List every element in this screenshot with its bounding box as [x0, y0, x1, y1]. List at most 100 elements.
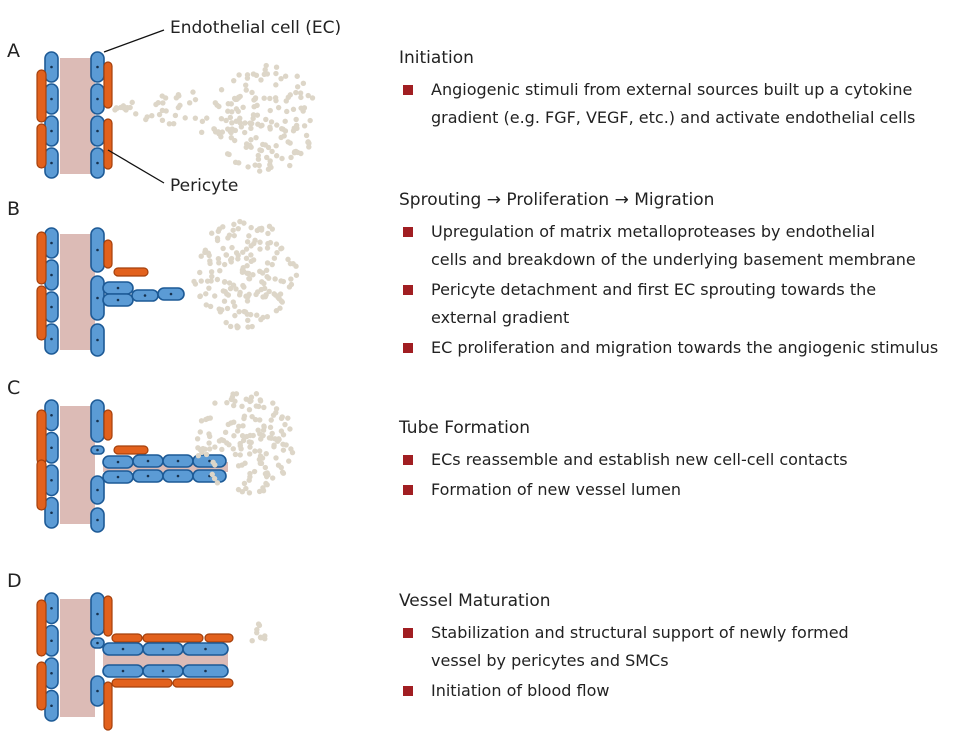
stimulus-dot [286, 458, 292, 464]
stimulus-dot [236, 423, 242, 430]
stimulus-dot [252, 448, 258, 454]
stimulus-dot [248, 252, 254, 258]
stimulus-dot [224, 305, 231, 312]
stimulus-dot [203, 291, 209, 297]
cell-nucleus [96, 161, 99, 165]
stimulus-dot [248, 121, 254, 127]
stimulus-dot [234, 324, 241, 331]
stimulus-dot [149, 112, 155, 119]
stimulus-dot [225, 108, 231, 114]
stimulus-dot [156, 111, 163, 118]
stimulus-dot [264, 154, 270, 161]
bullet-line: Pericyte detachment and first EC sprouti… [431, 280, 877, 299]
stimulus-dot [243, 485, 249, 492]
stimulus-dot [244, 239, 251, 245]
stimulus-dot [266, 288, 272, 295]
stimulus-dot [247, 444, 253, 450]
bullet-square-icon [403, 686, 413, 696]
stimulus-dot [261, 423, 267, 429]
stimulus-dot [226, 441, 232, 448]
stimulus-dot [269, 226, 275, 232]
stimulus-dot [242, 120, 248, 126]
pericyte-cell [36, 459, 47, 511]
stimulus-dot [277, 291, 284, 297]
stimulus-dot [256, 448, 263, 454]
pericyte-cell [36, 599, 47, 657]
cell-nucleus [50, 478, 53, 482]
stimulus-dot [273, 409, 279, 416]
stimulus-dot [257, 417, 263, 423]
stimulus-dot [244, 72, 251, 78]
cell-nucleus [50, 241, 53, 245]
stimulus-dot [306, 144, 312, 150]
cell-nucleus [50, 97, 53, 101]
stimulus-dot [256, 162, 262, 169]
bullet-item: Upregulation of matrix metalloproteases … [399, 218, 969, 274]
pericyte-cell [103, 595, 113, 637]
pericyte-cell [36, 285, 47, 341]
stimulus-dot [204, 115, 210, 121]
stimulus-dot [215, 228, 222, 235]
stimulus-dot [230, 402, 237, 409]
stimulus-dot [279, 125, 285, 132]
pericyte-cell [103, 61, 113, 109]
stimulus-dot [220, 224, 226, 230]
stimulus-dot [249, 637, 255, 644]
stimulus-dot [265, 275, 272, 281]
stimulus-dot [269, 475, 276, 481]
stimulus-dot [273, 143, 279, 149]
stimulus-dot [235, 108, 241, 115]
endothelial-cell-label: Endothelial cell (EC) [170, 18, 342, 38]
stimulus-dot [232, 451, 239, 458]
pericyte-cell [111, 678, 173, 688]
stimulus-dot [218, 115, 225, 122]
bullet-square-icon [403, 455, 413, 465]
stimulus-dot [144, 114, 150, 120]
stimulus-dot [274, 122, 280, 128]
stimulus-dot [133, 111, 139, 117]
stimulus-dot [294, 84, 301, 90]
cell-nucleus [50, 129, 53, 133]
stimulus-dot [284, 108, 290, 115]
stimulus-dot [291, 149, 298, 155]
bullet-square-icon [403, 285, 413, 295]
stimulus-dot [186, 100, 193, 106]
bullet-line: Formation of new vessel lumen [431, 480, 682, 499]
stimulus-dot [265, 230, 271, 237]
stimulus-dot [200, 445, 206, 452]
stimulus-dot [268, 417, 274, 423]
stimulus-dot [248, 258, 254, 264]
stimulus-dot [159, 107, 166, 114]
stimulus-dot [214, 235, 221, 241]
pericyte-cell [103, 239, 113, 269]
stimulus-dot [273, 308, 280, 314]
stimulus-dot [235, 252, 241, 259]
stimulus-dot [278, 134, 284, 141]
bullet-list: ECs reassemble and establish new cell-ce… [399, 446, 969, 504]
bullet-square-icon [403, 485, 413, 495]
panel-letter-a: A [7, 40, 20, 62]
panel-letter-d: D [7, 570, 22, 592]
stimulus-dot [273, 64, 280, 70]
stimulus-dot [278, 464, 284, 471]
stimulus-dot [159, 93, 165, 99]
stimulus-dot [226, 280, 233, 286]
cell-nucleus [50, 639, 53, 643]
stimulus-dot [269, 430, 275, 437]
stimulus-dot [122, 106, 129, 113]
stimulus-dot [285, 415, 291, 421]
cell-nucleus [146, 459, 150, 463]
stimulus-dot [260, 314, 266, 321]
pericyte-cell [113, 445, 149, 455]
stimulus-dot [227, 114, 234, 121]
stimulus-dot [235, 225, 241, 232]
stimulus-dot [273, 455, 279, 461]
stimulus-dot [288, 281, 295, 288]
stimulus-dot [199, 118, 206, 125]
stage-title: Sprouting → Proliferation → Migration [399, 190, 715, 210]
stimulus-dot [288, 154, 294, 161]
stage-sprouting: Sprouting → Proliferation → Migration Up… [399, 189, 969, 364]
stimulus-dot [207, 260, 213, 267]
stimulus-dot [249, 413, 255, 420]
